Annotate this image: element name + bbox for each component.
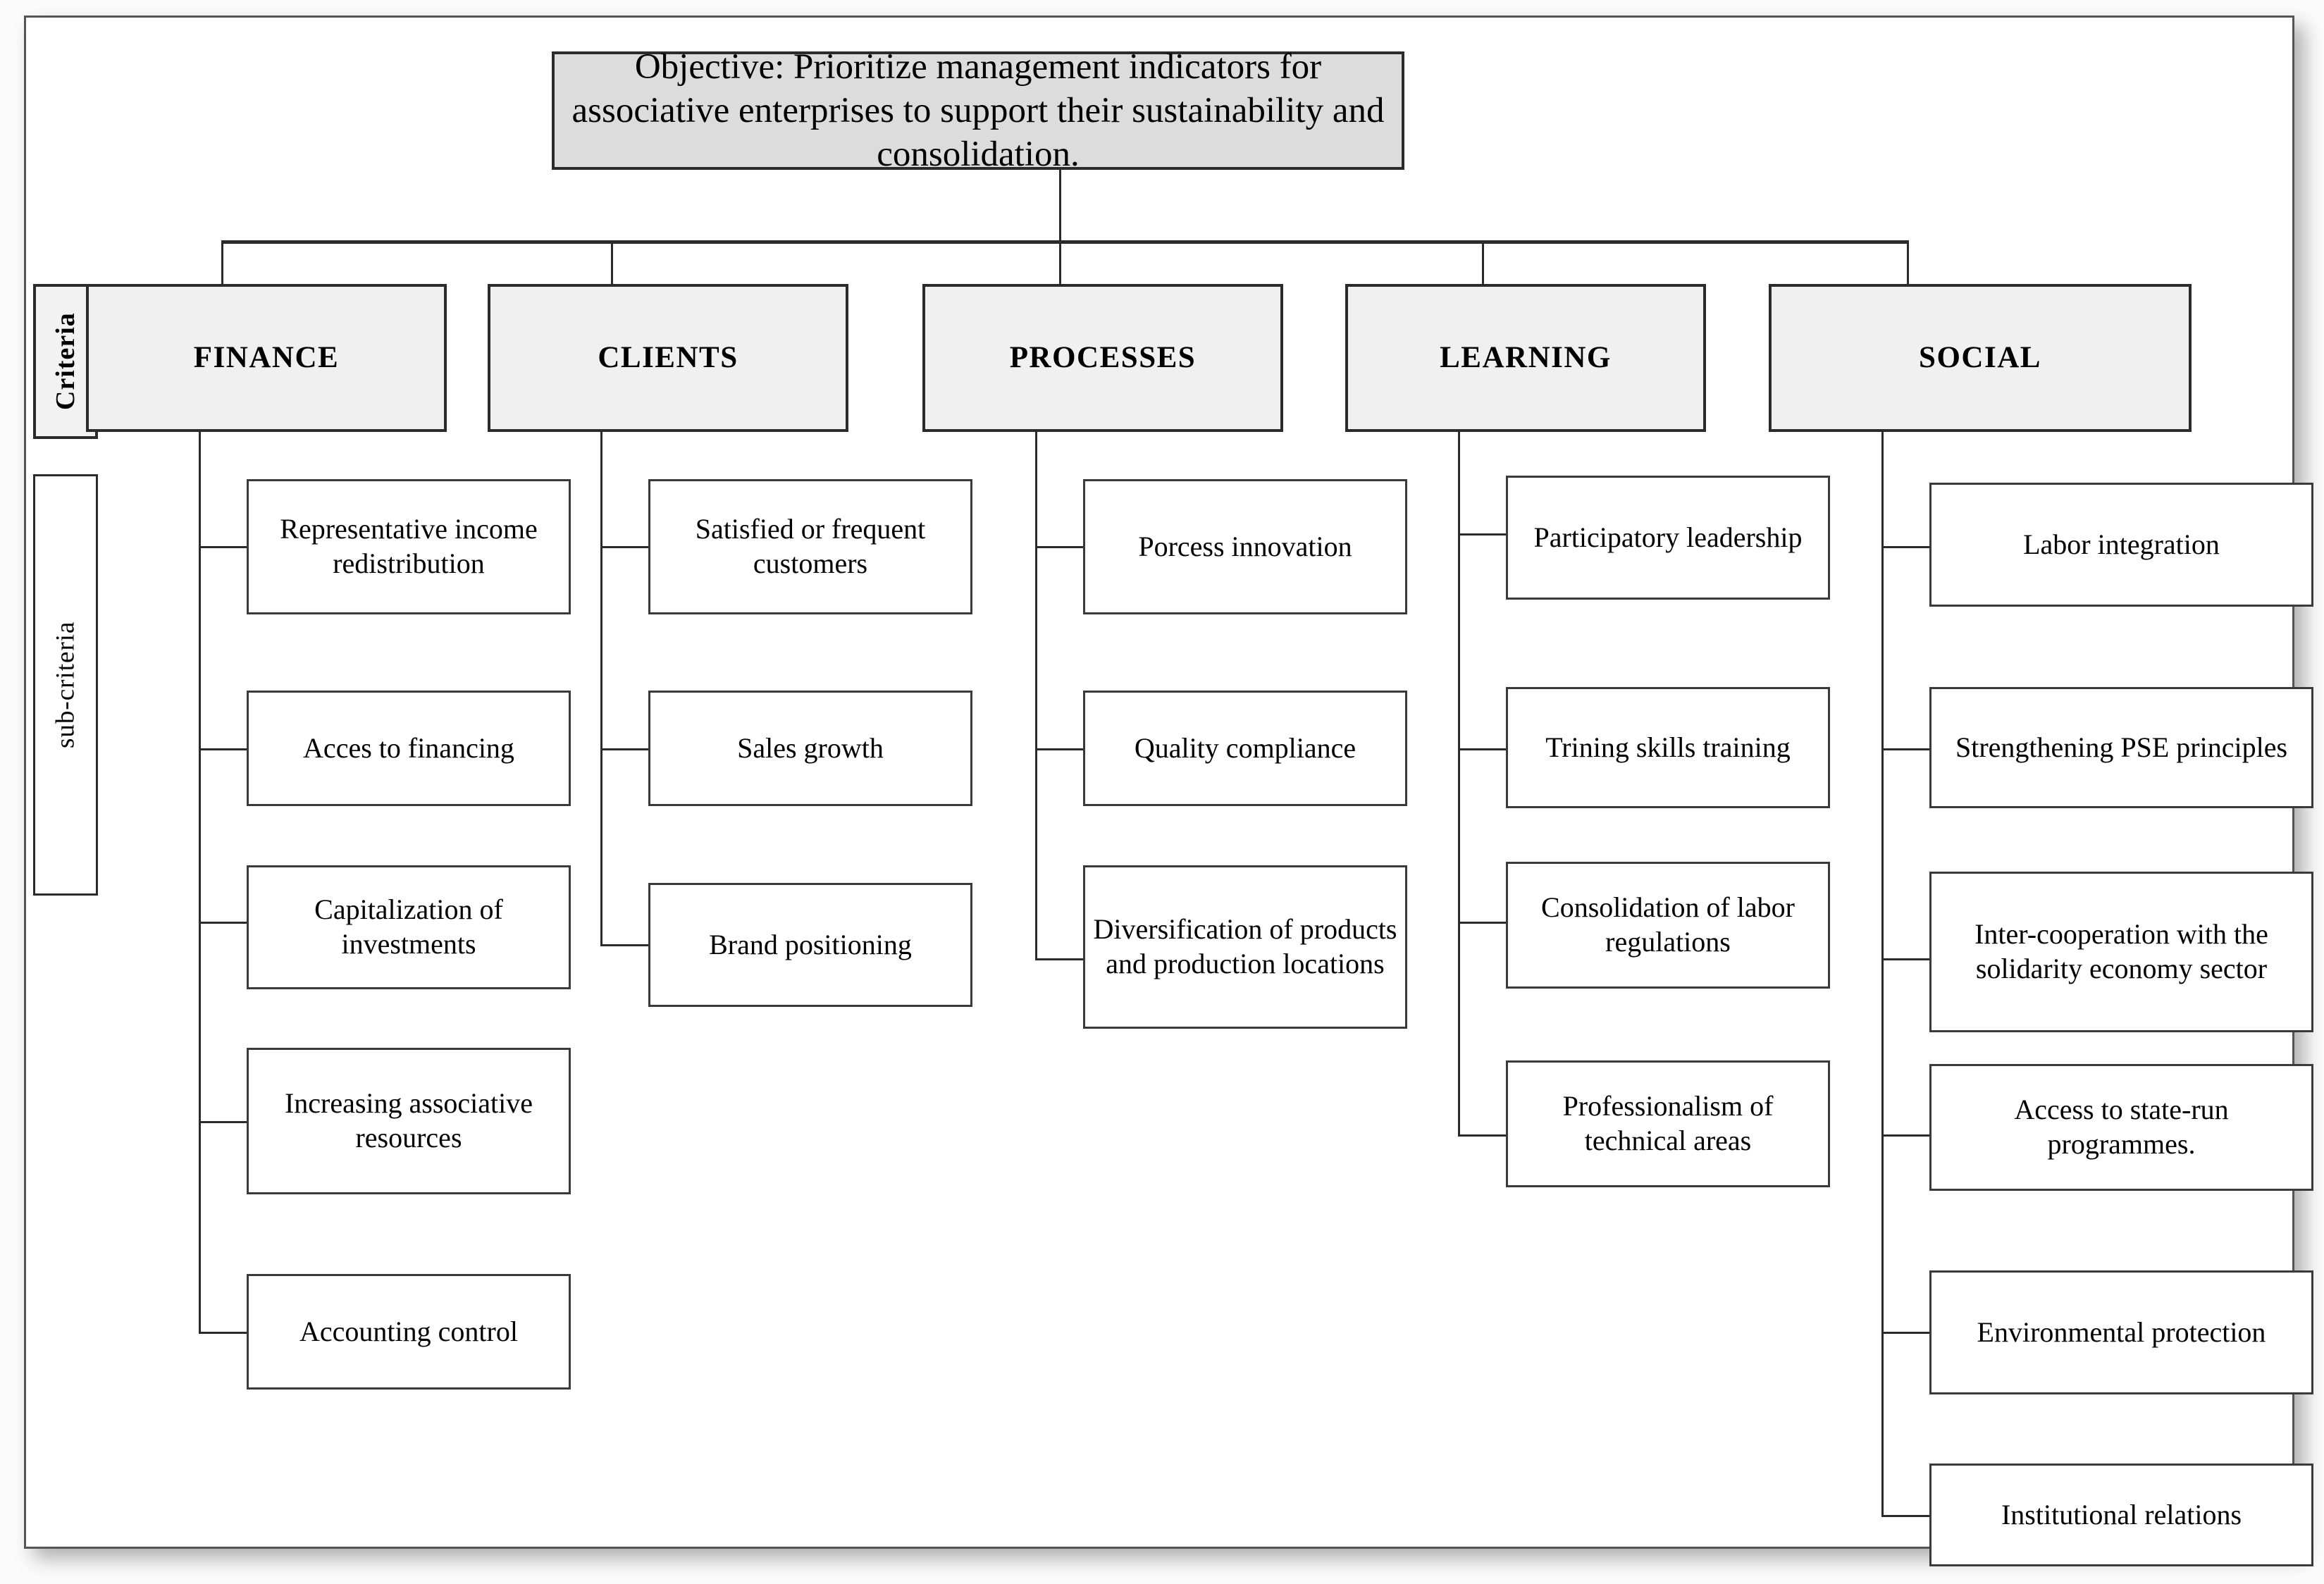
sub-criterion-label: Quality compliance <box>1134 731 1356 764</box>
criterion-box-clients: CLIENTS <box>488 284 848 432</box>
sub-criterion-box: Accounting control <box>247 1274 571 1390</box>
sub-criterion-box: Professionalism of technical areas <box>1506 1060 1830 1187</box>
criterion-box-learning: LEARNING <box>1345 284 1706 432</box>
connector-spine-learning <box>1458 432 1460 1137</box>
sub-criterion-label: Trining skills training <box>1545 731 1791 763</box>
sub-criterion-label: Participatory leadership <box>1533 521 1803 553</box>
connector-objective-trunk <box>1059 170 1061 242</box>
criterion-label-social: SOCIAL <box>1919 340 2041 374</box>
sub-criterion-label: Strengthening PSE principles <box>1955 731 2288 763</box>
criterion-label-finance: FINANCE <box>193 340 340 374</box>
sub-criterion-box: Participatory leadership <box>1506 476 1830 600</box>
sub-criterion-label: Institutional relations <box>2001 1498 2242 1530</box>
objective-text: Objective: Prioritize management indicat… <box>571 47 1385 175</box>
sub-criterion-label: Professionalism of technical areas <box>1562 1090 1774 1156</box>
sub-criterion-label: Access to state-run programmes. <box>2014 1094 2229 1160</box>
connector-spine-clients <box>600 432 602 946</box>
connector-stub-social-4 <box>1881 1134 1931 1137</box>
connector-stub-learning-2 <box>1458 748 1507 750</box>
connector-spine-social <box>1881 432 1884 1517</box>
connector-criteria-bus <box>221 240 1909 244</box>
sub-criterion-label: Sales growth <box>737 731 884 764</box>
connector-spine-finance <box>199 432 201 1334</box>
sub-criterion-box: Inter-cooperation with the solidarity ec… <box>1929 872 2313 1032</box>
connector-stub-social-1 <box>1881 546 1931 548</box>
connector-stub-clients-1 <box>600 546 650 548</box>
sub-criterion-box: Access to state-run programmes. <box>1929 1064 2313 1191</box>
sub-criterion-box: Consolidation of labor regulations <box>1506 862 1830 989</box>
sub-criterion-label: Consolidation of labor regulations <box>1541 891 1795 958</box>
sub-criterion-box: Acces to financing <box>247 691 571 806</box>
diagram-canvas: Objective: Prioritize management indicat… <box>24 16 2313 1566</box>
connector-stub-social-5 <box>1881 1332 1931 1334</box>
connector-stub-processes-2 <box>1035 748 1084 750</box>
sub-criterion-label: Acces to financing <box>303 731 514 764</box>
sub-criterion-label: Environmental protection <box>1977 1316 2266 1348</box>
connector-drop-processes <box>1059 240 1061 284</box>
sub-criterion-box: Diversification of products and producti… <box>1083 865 1407 1029</box>
sub-criterion-box: Strengthening PSE principles <box>1929 687 2313 808</box>
connector-stub-finance-3 <box>199 922 248 924</box>
sub-criterion-label: Porcess innovation <box>1138 530 1352 562</box>
criterion-label-processes: PROCESSES <box>1009 340 1197 374</box>
sub-criterion-box: Increasing associative resources <box>247 1048 571 1194</box>
sub-criterion-box: Quality compliance <box>1083 691 1407 806</box>
sub-criterion-box: Institutional relations <box>1929 1464 2313 1566</box>
objective-box: Objective: Prioritize management indicat… <box>552 47 1404 174</box>
criterion-box-social: SOCIAL <box>1769 284 2192 432</box>
sub-criterion-label: Satisfied or frequent customers <box>695 513 926 579</box>
criterion-box-finance: FINANCE <box>86 284 447 432</box>
level-label-sub-criteria: sub-criteria <box>33 474 98 896</box>
sub-criterion-label: Diversification of products and producti… <box>1093 913 1397 979</box>
sub-criterion-label: Increasing associative resources <box>284 1087 533 1153</box>
connector-spine-processes <box>1035 432 1037 960</box>
connector-drop-learning <box>1482 240 1484 284</box>
connector-stub-social-3 <box>1881 958 1931 960</box>
sub-criterion-box: Satisfied or frequent customers <box>648 479 972 614</box>
connector-stub-processes-1 <box>1035 546 1084 548</box>
sub-criterion-box: Environmental protection <box>1929 1270 2313 1394</box>
connector-stub-clients-3 <box>600 944 650 946</box>
connector-stub-learning-3 <box>1458 922 1507 924</box>
connector-drop-clients <box>611 240 613 284</box>
connector-stub-learning-4 <box>1458 1134 1507 1137</box>
connector-stub-learning-1 <box>1458 533 1507 536</box>
criterion-box-processes: PROCESSES <box>922 284 1283 432</box>
connector-stub-finance-5 <box>199 1332 248 1334</box>
sub-criterion-label: Labor integration <box>2023 528 2220 560</box>
sub-criterion-box: Capitalization of investments <box>247 865 571 989</box>
sub-criterion-box: Sales growth <box>648 691 972 806</box>
connector-stub-finance-2 <box>199 748 248 750</box>
sub-criterion-label: Inter-cooperation with the solidarity ec… <box>1974 918 2268 984</box>
criterion-label-learning: LEARNING <box>1440 340 1612 374</box>
sub-criterion-box: Trining skills training <box>1506 687 1830 808</box>
connector-stub-social-2 <box>1881 748 1931 750</box>
sub-criterion-label: Accounting control <box>299 1315 518 1347</box>
sub-criterion-label: Brand positioning <box>709 928 912 960</box>
sub-criterion-box: Representative income redistribution <box>247 479 571 614</box>
level-label-criteria-text: Criteria <box>50 312 80 411</box>
connector-stub-social-6 <box>1881 1515 1931 1517</box>
criterion-label-clients: CLIENTS <box>598 340 738 374</box>
connector-drop-finance <box>221 240 223 284</box>
connector-stub-finance-1 <box>199 546 248 548</box>
sub-criterion-box: Labor integration <box>1929 483 2313 607</box>
sub-criterion-box: Porcess innovation <box>1083 479 1407 614</box>
sub-criterion-label: Capitalization of investments <box>314 893 503 960</box>
sub-criterion-box: Brand positioning <box>648 883 972 1007</box>
level-label-sub-criteria-text: sub-criteria <box>51 621 80 749</box>
connector-stub-processes-3 <box>1035 958 1084 960</box>
connector-stub-finance-4 <box>199 1121 248 1123</box>
connector-stub-clients-2 <box>600 748 650 750</box>
sub-criterion-label: Representative income redistribution <box>280 513 538 579</box>
connector-drop-social <box>1907 240 1909 284</box>
